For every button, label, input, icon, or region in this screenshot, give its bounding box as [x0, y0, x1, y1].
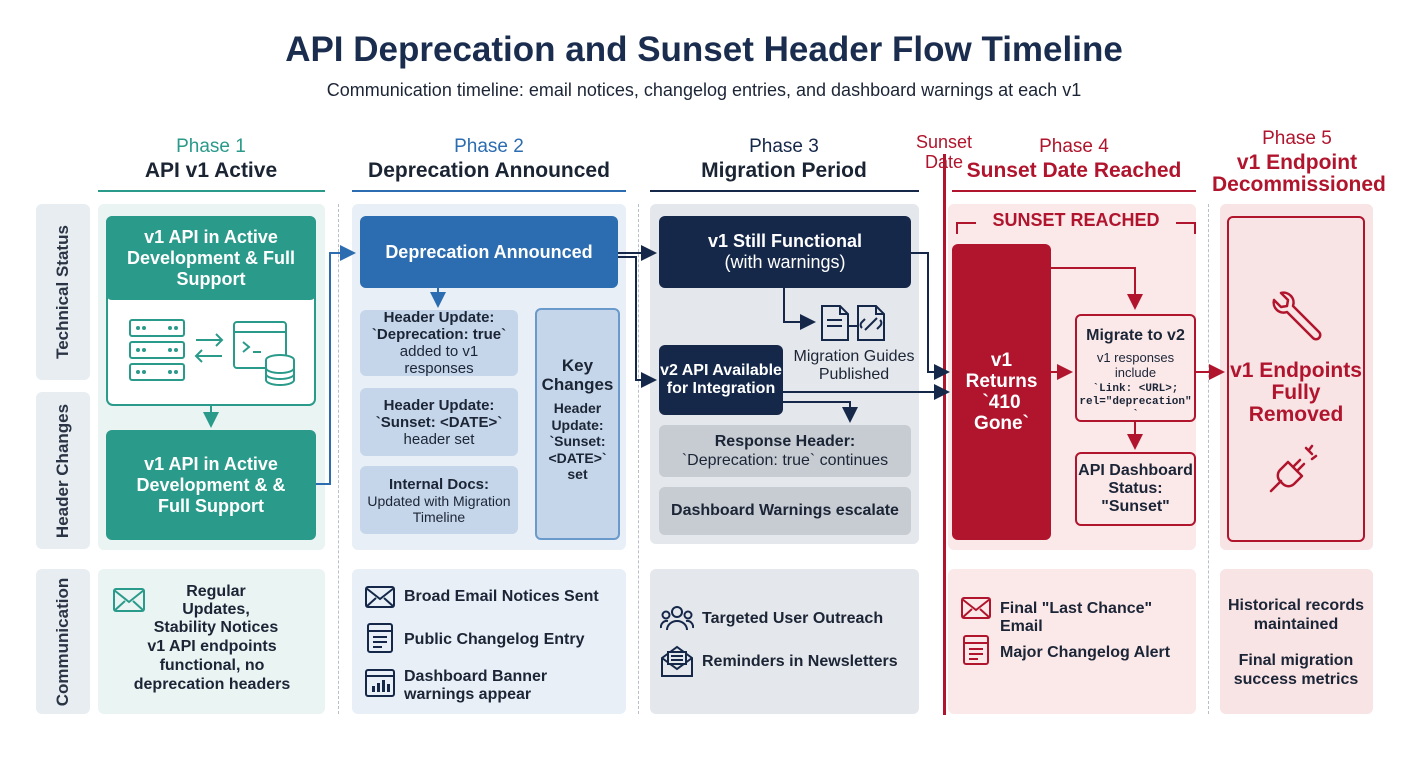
phase-2-deprecation-box: Deprecation Announced: [360, 216, 618, 288]
response-header-box: Response Header:`Deprecation: true` cont…: [659, 425, 911, 477]
separator-1: [338, 204, 339, 714]
v1-returns-410-box: v1 Returns `410 Gone`: [952, 244, 1051, 540]
phase-3-title: Migration Period: [701, 159, 867, 182]
phase-5-comm-panel: [1220, 569, 1373, 714]
v2-available-box: v2 API Available for Integration: [659, 345, 783, 415]
phase-4-number: Phase 4: [1039, 136, 1109, 157]
phase-4-comm-changelog: Major Changelog Alert: [1000, 644, 1171, 661]
phase-3-underline: [650, 190, 919, 192]
phase-1-comm-updates: Regular Updates, Stability Notices: [153, 583, 279, 636]
phase-2-comm-panel: [352, 569, 626, 714]
page-subtitle: Communication timeline: email notices, c…: [326, 80, 1082, 100]
phase-2-underline: [352, 190, 626, 192]
api-dashboard-status-box: API Dashboard Status: "Sunset": [1075, 452, 1196, 526]
phase-1-title: API v1 Active: [144, 159, 278, 182]
phase-5-comm-metrics: Final migration success metrics: [1233, 652, 1359, 688]
unplugged-icon: [1266, 444, 1324, 501]
row-label-header-changes: Header Changes: [36, 392, 90, 549]
phase-4-comm-panel: [948, 569, 1196, 714]
row-label-technical-status: Technical Status: [36, 204, 90, 380]
v1-still-functional-box: v1 Still Functional(with warnings): [659, 216, 911, 288]
sunset-reached-banner: SUNSET REACHED: [956, 210, 1196, 236]
row-label-communication: Communication: [36, 569, 90, 714]
changelog-alert-icon: [962, 634, 990, 671]
phase-5-number: Phase 5: [1262, 128, 1332, 149]
header-update-sunset: Header Update: `Sunset: <DATE>`header se…: [360, 388, 518, 456]
phase-1-underline: [98, 190, 325, 192]
key-changes-box: Key Changes Header Update: `Sunset: <DAT…: [535, 308, 620, 540]
migration-guides-text: Migration Guides Published: [793, 348, 915, 383]
separator-2: [638, 204, 639, 714]
internal-docs-box: Internal Docs:Updated with Migration Tim…: [360, 466, 518, 534]
migrate-to-v2-box: Migrate to v2 v1 responses include `Link…: [1075, 314, 1196, 422]
v1-removed-box: [1227, 216, 1365, 542]
phase-5-comm-records: Historical records maintained: [1227, 597, 1365, 633]
phase-2-comm-dashboard: Dashboard Banner warnings appear: [404, 668, 548, 703]
phase-4-comm-email: Final "Last Chance" Email: [1000, 600, 1153, 635]
sunset-reached-text: SUNSET REACHED: [992, 210, 1160, 230]
phase-1-active-box-bottom: v1 API in Active Development & & Full Su…: [106, 430, 316, 540]
phase-2-comm-changelog: Public Changelog Entry: [404, 631, 585, 648]
header-update-deprecation: Header Update: `Deprecation: true`added …: [360, 309, 518, 377]
phase-2-comm-email: Broad Email Notices Sent: [404, 588, 599, 605]
phase-2-title: Deprecation Announced: [368, 159, 610, 182]
v1-removed-text: v1 Endpoints Fully Removed: [1230, 359, 1362, 426]
phase-4-title: Sunset Date Reached: [966, 159, 1182, 182]
wrench-icon: [1268, 290, 1324, 351]
changelog-icon: [366, 622, 394, 659]
phase-5-title: v1 Endpoint Decommissioned: [1212, 151, 1386, 196]
phase-1-comm-status: v1 API endpoints functional, no deprecat…: [133, 638, 291, 693]
phase-3-number: Phase 3: [749, 136, 819, 157]
dashboard-icon: [364, 668, 396, 703]
dashboard-warnings-box: Dashboard Warnings escalate: [659, 487, 911, 535]
migration-guides-icon: [818, 304, 888, 349]
email-icon: [364, 585, 396, 614]
phase-1-number: Phase 1: [176, 136, 246, 157]
phase-3-comm-newsletters: Reminders in Newsletters: [702, 653, 898, 670]
users-icon: [659, 604, 695, 637]
separator-3: [1208, 204, 1209, 714]
phase-1-comm-panel: [98, 569, 325, 714]
mail-icon: [112, 587, 146, 618]
phase-2-number: Phase 2: [454, 136, 524, 157]
sunset-date-line: [943, 154, 946, 715]
phase-3-comm-outreach: Targeted User Outreach: [702, 610, 884, 627]
phase-4-underline: [952, 190, 1196, 192]
phase-1-active-box-top: v1 API in Active Development & Full Supp…: [106, 216, 316, 300]
phase-3-comm-panel: [650, 569, 919, 714]
newsletter-icon: [660, 644, 694, 683]
final-email-icon: [960, 596, 992, 625]
page-title: API Deprecation and Sunset Header Flow T…: [285, 30, 1123, 69]
server-database-icon: [126, 316, 306, 393]
